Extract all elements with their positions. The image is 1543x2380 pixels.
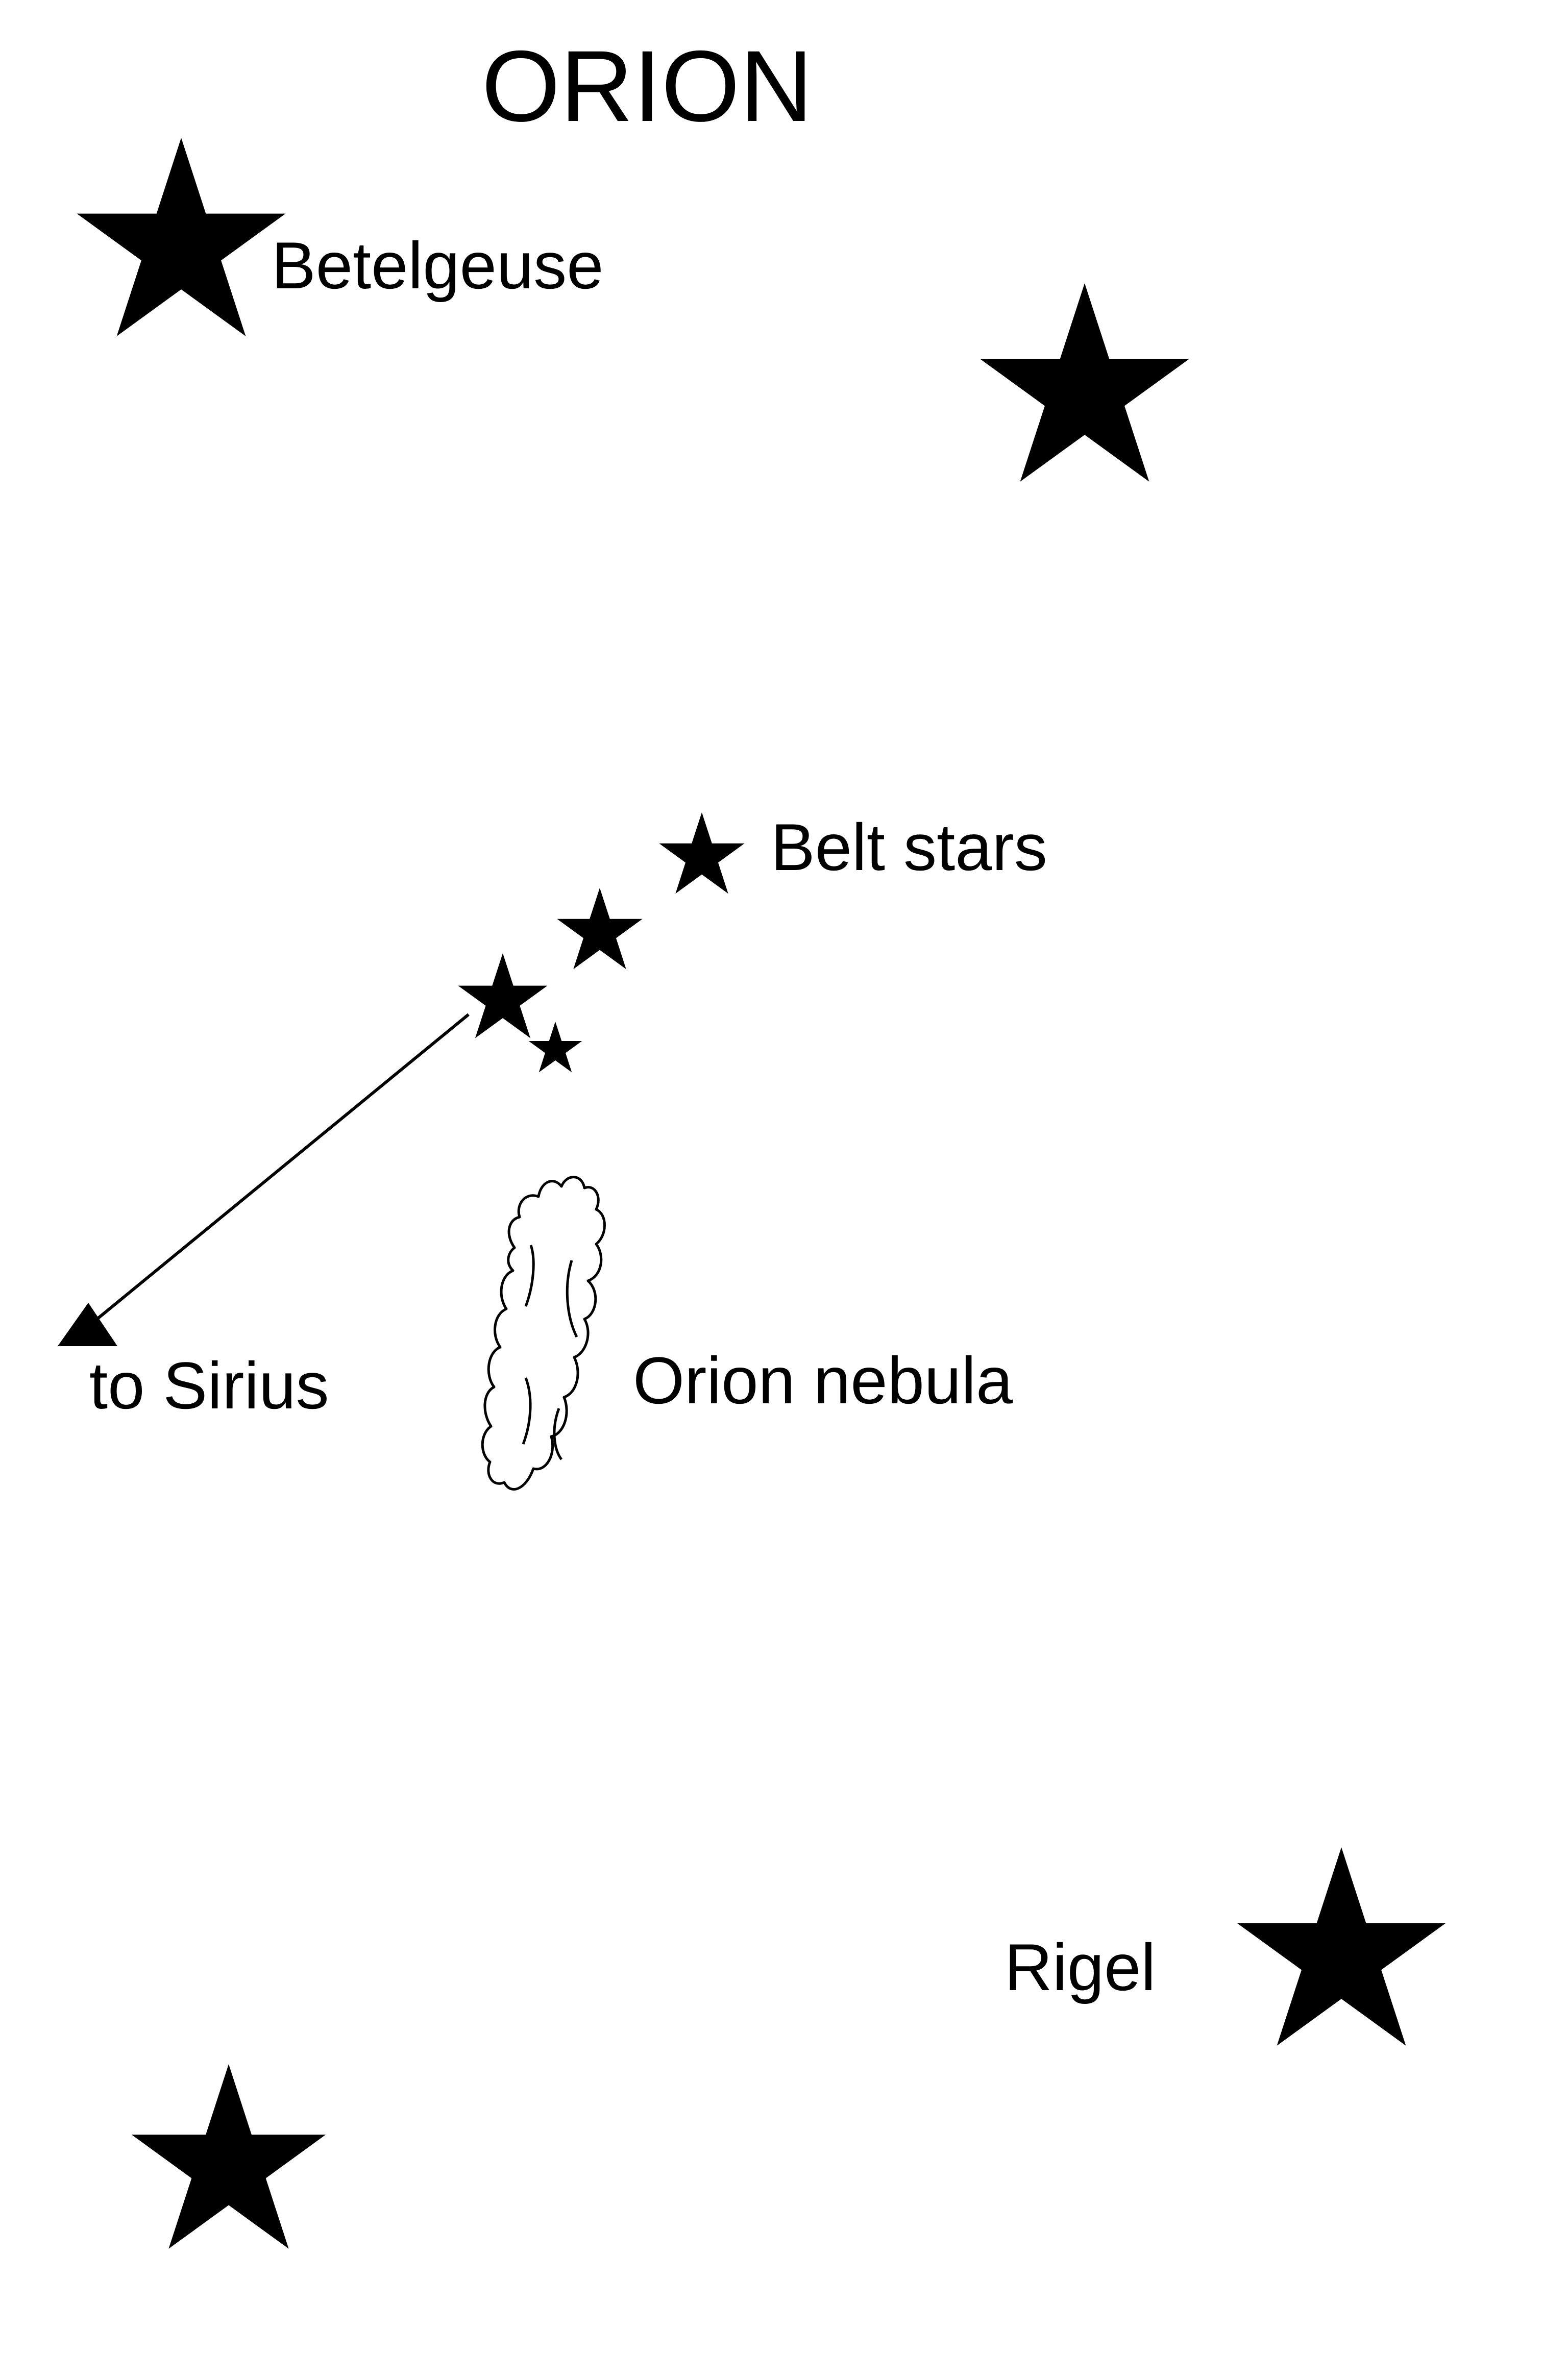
saiph-star-icon [131, 2064, 326, 2249]
bellatrix-star-icon [980, 283, 1189, 482]
belt-stars-label: Belt stars [771, 810, 1047, 884]
belt-small-star-icon [528, 1022, 582, 1073]
rigel-label: Rigel [1005, 1930, 1156, 2004]
belt-star-3-icon [458, 953, 548, 1038]
diagram-title: ORION [481, 30, 813, 142]
belt-star-2-icon [557, 888, 643, 970]
stars-group [77, 138, 1446, 2249]
rigel-star-icon [1237, 1847, 1446, 2046]
sirius-arrowhead-icon [58, 1303, 117, 1346]
belt-star-1-icon [659, 812, 745, 894]
betelgeuse-star-icon [77, 138, 286, 336]
sirius-label: to Sirius [89, 1348, 329, 1423]
sirius-pointer-line [96, 1013, 470, 1321]
orion-nebula-label: Orion nebula [633, 1343, 1013, 1418]
nebula-cloud-icon [481, 1176, 606, 1491]
betelgeuse-label: Betelgeuse [272, 228, 604, 303]
